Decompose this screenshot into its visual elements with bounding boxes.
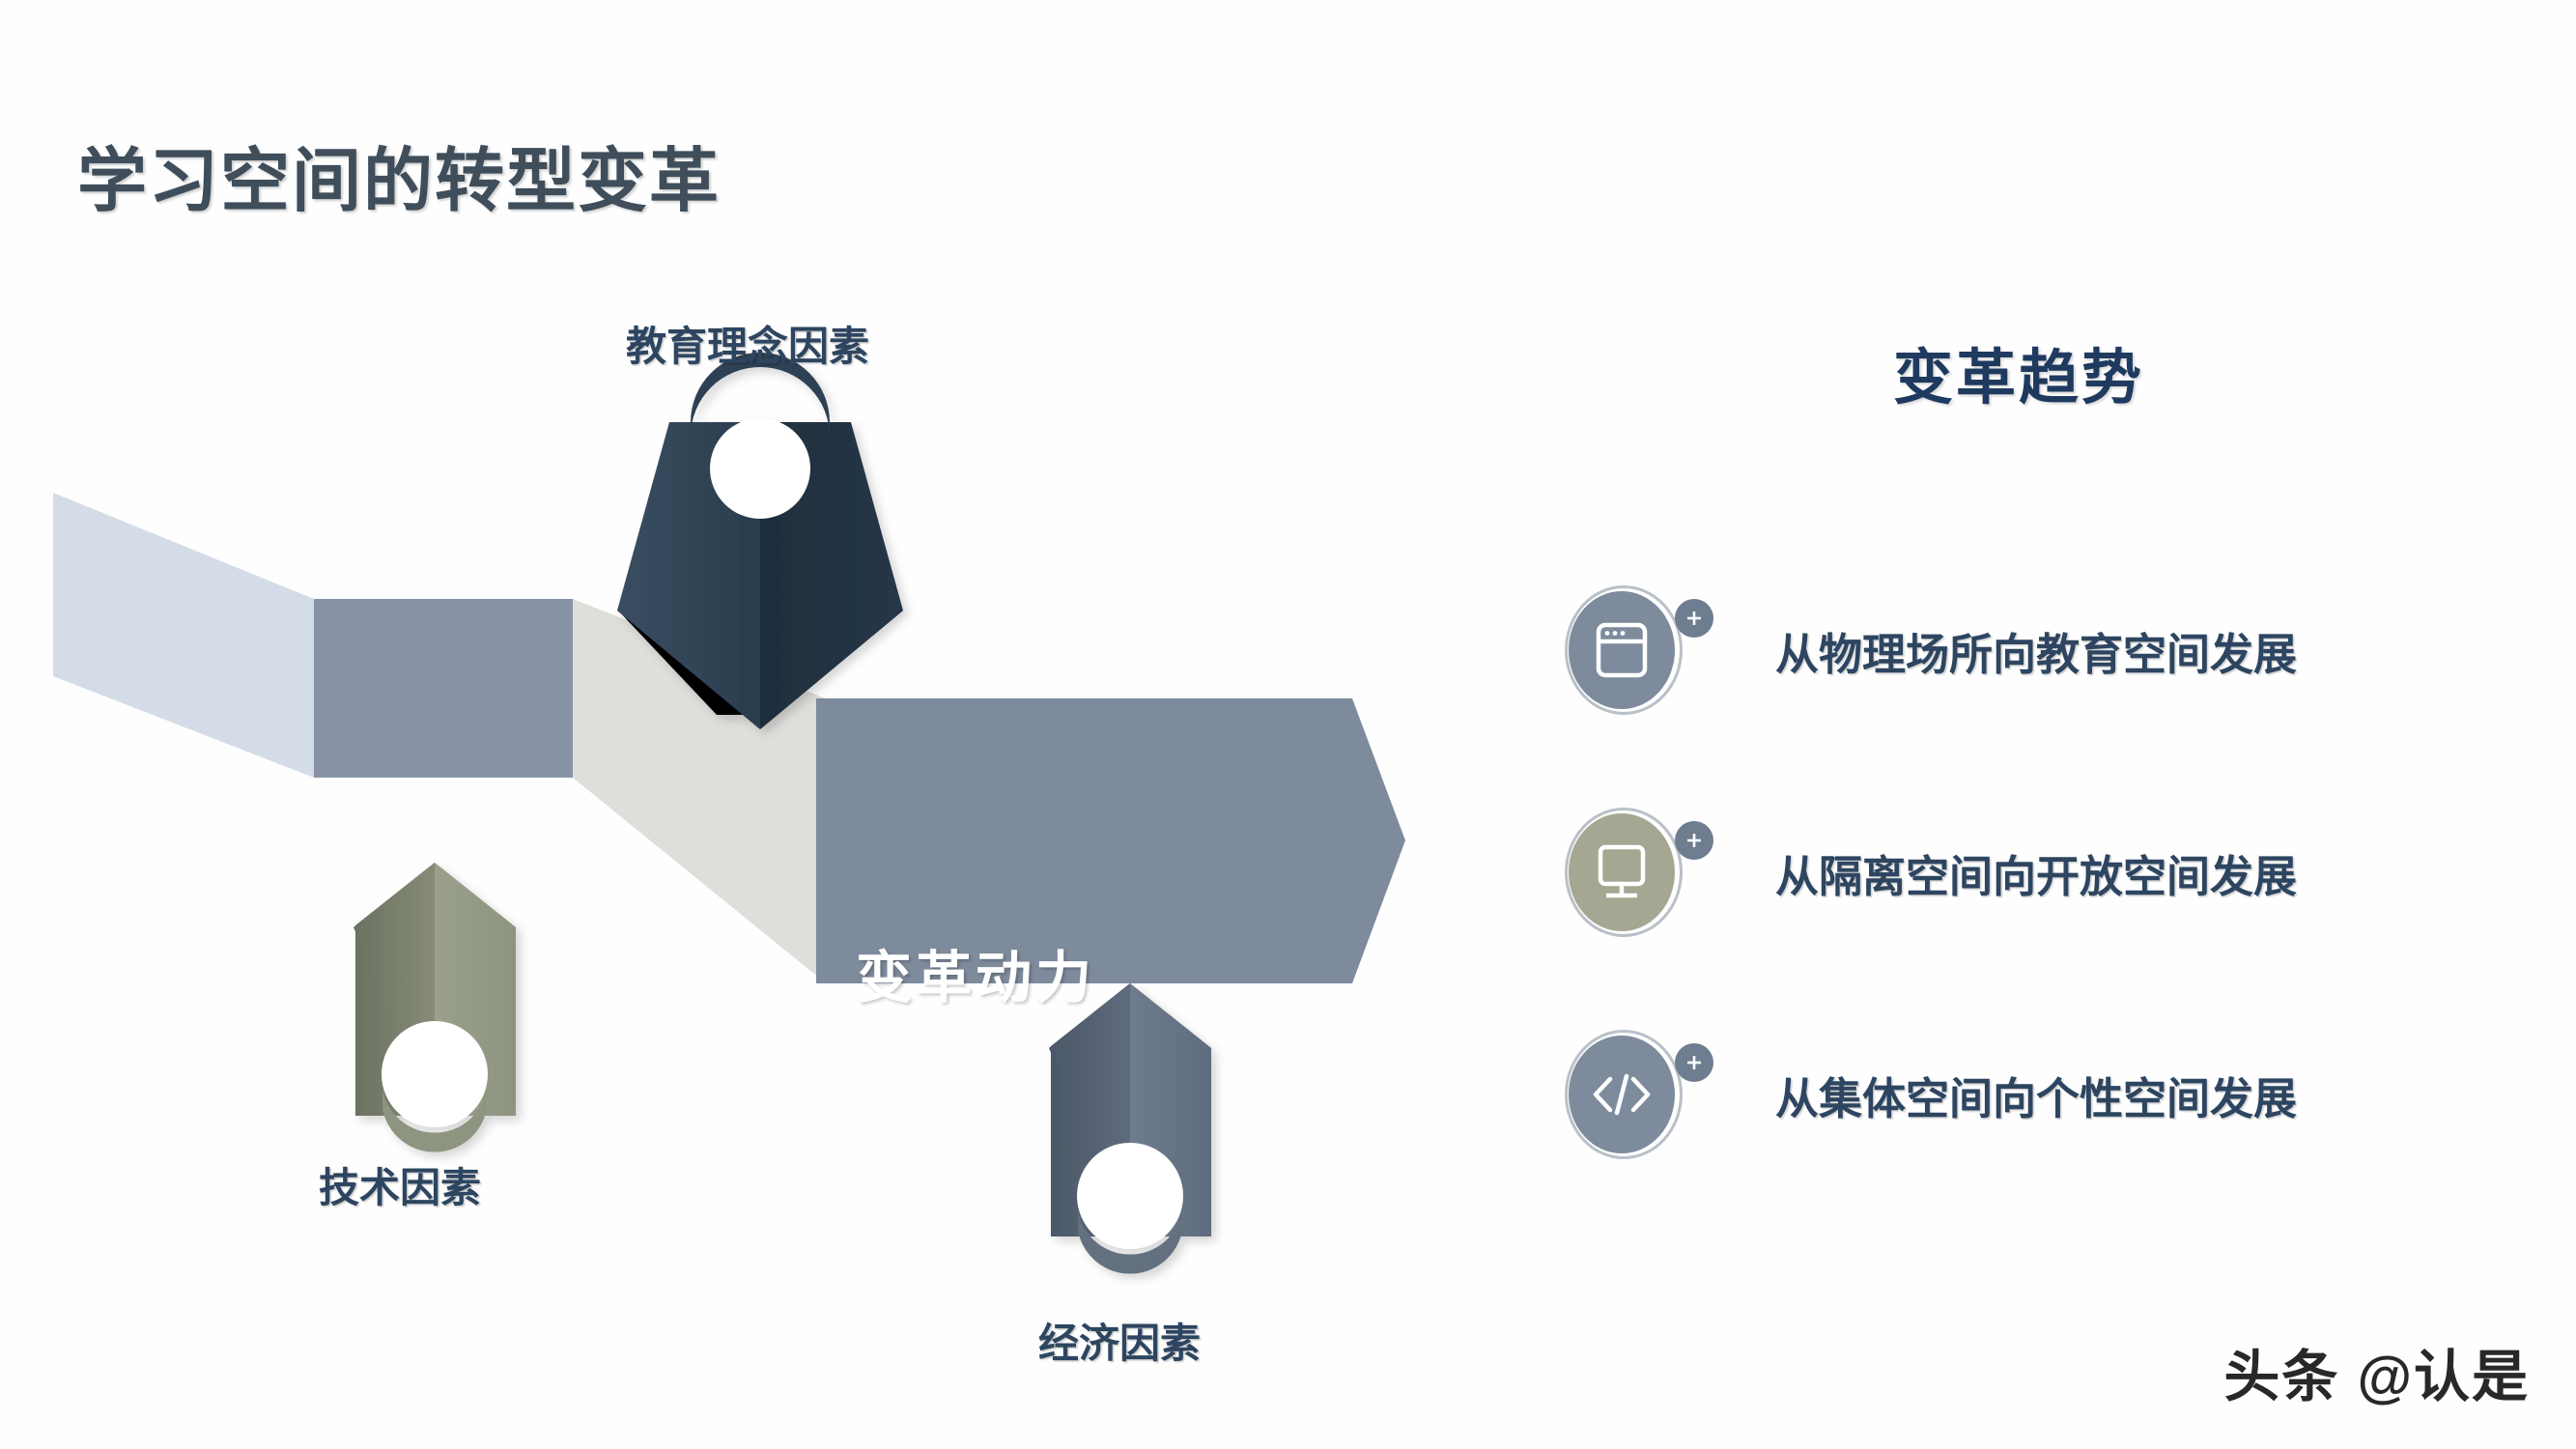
transformation-diagram xyxy=(53,353,1405,1274)
factor-arrow-economic xyxy=(1049,983,1211,1274)
page-title: 学习空间的转型变革 xyxy=(77,143,722,220)
banner-label: 变革动力 xyxy=(855,947,1096,1009)
icon-ring xyxy=(1565,585,1683,715)
trend-item-collective-to-personal[interactable]: 从集体空间向个性空间发展 xyxy=(1565,1030,2531,1159)
factor-arrow-education xyxy=(617,353,903,729)
factor-arrow-technology xyxy=(354,863,516,1152)
browser-window-icon xyxy=(1569,591,1675,709)
trend-item-physical-to-educational[interactable]: 从物理场所向教育空间发展 xyxy=(1565,585,2531,715)
trend-item-label: 从隔离空间向开放空间发展 xyxy=(1775,851,2298,901)
trend-item-isolated-to-open[interactable]: 从隔离空间向开放空间发展 xyxy=(1565,808,2531,937)
trend-item-label: 从物理场所向教育空间发展 xyxy=(1775,629,2298,679)
trends-panel: 变革趋势 xyxy=(1565,328,2531,1159)
plus-badge-icon[interactable] xyxy=(1675,599,1713,638)
factor-label-economic: 经济因素 xyxy=(1038,1321,1202,1366)
monitor-icon xyxy=(1569,813,1675,931)
plus-badge-icon[interactable] xyxy=(1675,821,1713,860)
banner-segment-4-arrow xyxy=(816,698,1405,983)
icon-ring xyxy=(1565,808,1683,937)
banner-segment-1 xyxy=(53,493,314,778)
trend-icon-wrap xyxy=(1565,585,1713,715)
trend-icon-wrap xyxy=(1565,1030,1713,1159)
banner-segment-2 xyxy=(314,599,573,778)
trend-item-label: 从集体空间向个性空间发展 xyxy=(1775,1073,2298,1123)
trends-heading: 变革趋势 xyxy=(1892,345,2144,412)
factor-label-technology: 技术因素 xyxy=(319,1165,482,1210)
watermark: 头条 @认是 xyxy=(2223,1346,2530,1408)
trend-icon-wrap xyxy=(1565,808,1713,937)
plus-badge-icon[interactable] xyxy=(1675,1043,1713,1082)
code-icon xyxy=(1569,1036,1675,1153)
trend-list: 从物理场所向教育空间发展 xyxy=(1565,585,2531,1159)
factor-label-education: 教育理念因素 xyxy=(626,324,870,369)
icon-ring xyxy=(1565,1030,1683,1159)
